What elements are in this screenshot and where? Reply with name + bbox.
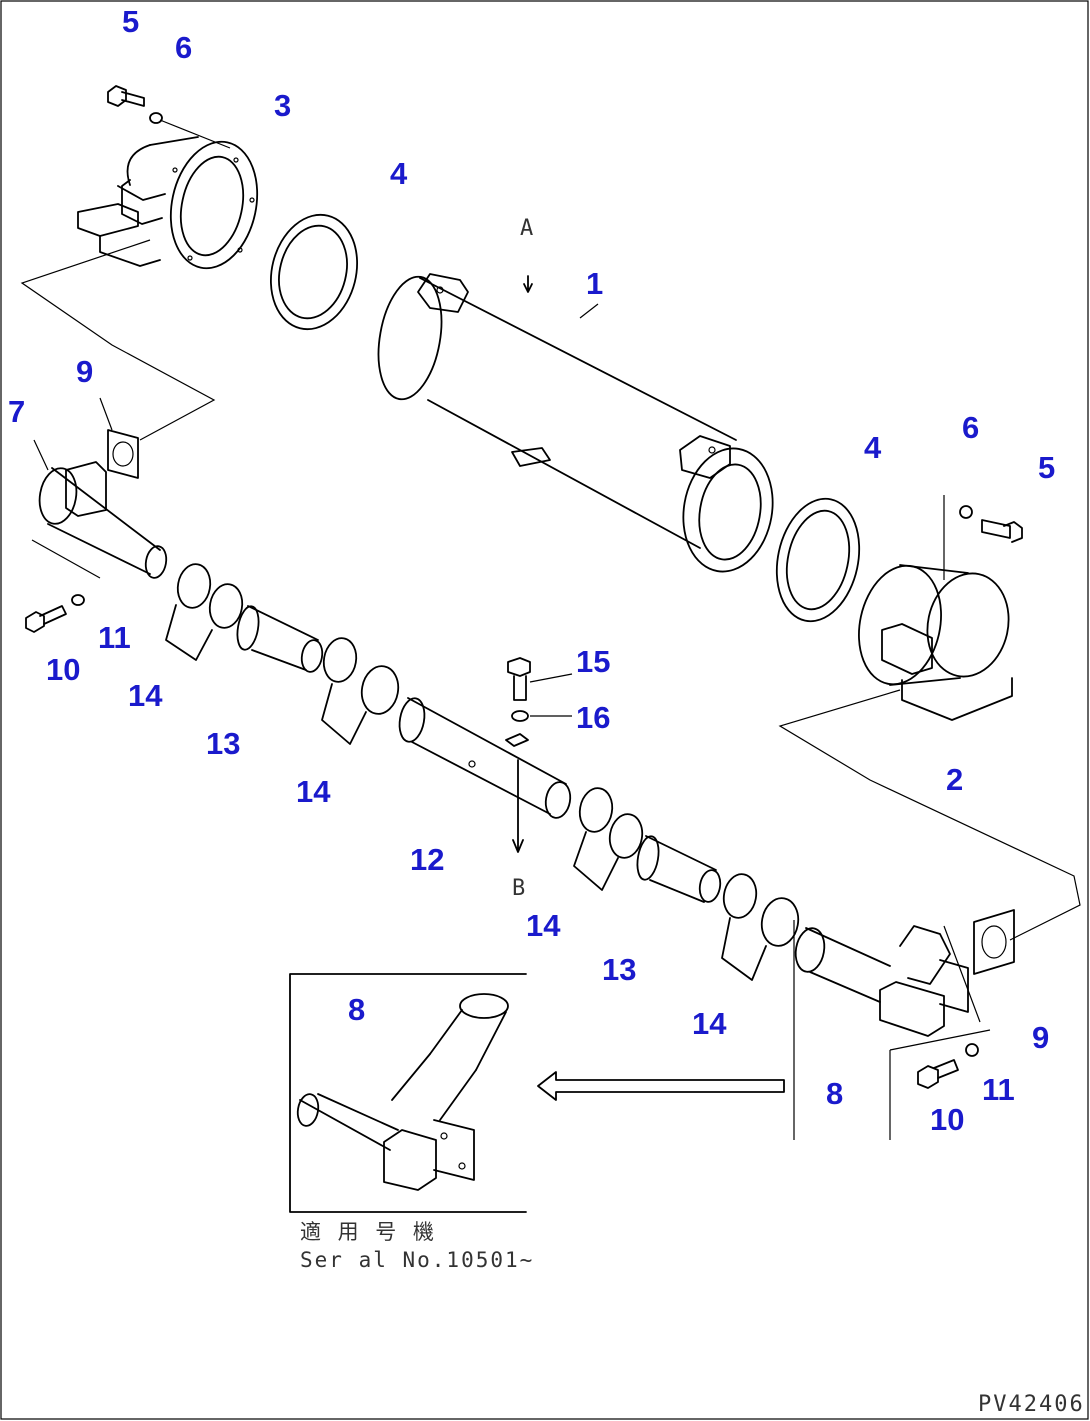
view-a-arrow (523, 275, 533, 293)
cooler-body-1 (377, 273, 774, 573)
gasket-4-top (269, 213, 359, 331)
callout-3: 3 (274, 88, 292, 123)
flange-gasket-9-left (107, 429, 139, 479)
view-a-label: A (520, 216, 536, 241)
callout-9-left: 9 (76, 354, 94, 389)
callout-8-inset: 8 (348, 992, 366, 1027)
callout-5-top: 5 (122, 4, 140, 39)
callout-12: 12 (410, 842, 445, 877)
callout-16: 16 (576, 700, 611, 735)
callout-5-right: 5 (1038, 450, 1056, 485)
end-housing-2 (858, 564, 1013, 721)
drawing-code: PV42406 (978, 1392, 1085, 1417)
callout-10-right: 10 (930, 1102, 965, 1137)
hose-clamp-14a (165, 563, 244, 661)
bolt-10-right (917, 1059, 959, 1089)
bolt-5-top (107, 85, 145, 107)
pipe-12 (398, 697, 572, 819)
callout-14-a: 14 (128, 678, 163, 713)
washer-11-left (71, 594, 85, 606)
washer-16 (511, 710, 529, 722)
washer-6-top (149, 112, 163, 124)
callout-14-c: 14 (526, 908, 561, 943)
flange-gasket-9-right (973, 909, 1015, 975)
elbow-pipe-8-right (794, 925, 969, 1037)
inset-frame (289, 973, 527, 1213)
bolt-10-left (25, 605, 67, 633)
bolt-15 (507, 657, 531, 701)
hose-clamp-14c (573, 787, 644, 891)
callout-4-top: 4 (390, 156, 408, 191)
callout-11-right: 11 (982, 1072, 1015, 1107)
callout-9-right: 9 (1032, 1020, 1050, 1055)
inset-note-line2: Ser al No.10501~ (300, 1248, 535, 1272)
gasket-4-right (775, 497, 861, 623)
callout-15: 15 (576, 644, 611, 679)
callout-8-right: 8 (826, 1076, 844, 1111)
hose-clamp-14b (321, 637, 400, 745)
washer-11-right (965, 1043, 979, 1057)
callout-11-left: 11 (98, 620, 131, 655)
hose-clamp-14d (721, 873, 800, 981)
bolt-5-right (981, 519, 1023, 543)
washer-6-right (959, 505, 973, 519)
inset-note-line1: 適 用 号 機 (300, 1220, 436, 1244)
view-b-arrow (512, 759, 524, 853)
callout-2: 2 (946, 762, 964, 797)
end-housing-3 (77, 136, 259, 270)
elbow-pipe-7 (38, 461, 168, 579)
callout-13-right: 13 (602, 952, 637, 987)
elbow-pipe-8-inset (296, 993, 509, 1191)
callout-1: 1 (586, 266, 604, 301)
callout-13-left: 13 (206, 726, 241, 761)
reference-arrow (537, 1071, 785, 1101)
callout-10-left: 10 (46, 652, 81, 687)
view-b-label: B (512, 876, 528, 901)
callout-14-b: 14 (296, 774, 331, 809)
callout-14-d: 14 (692, 1006, 727, 1041)
callout-6-top: 6 (175, 30, 193, 65)
hose-13-left (236, 605, 324, 673)
hose-13-right (636, 835, 722, 903)
callout-6-right: 6 (962, 410, 980, 445)
callout-4-right: 4 (864, 430, 882, 465)
callout-7: 7 (8, 394, 26, 429)
